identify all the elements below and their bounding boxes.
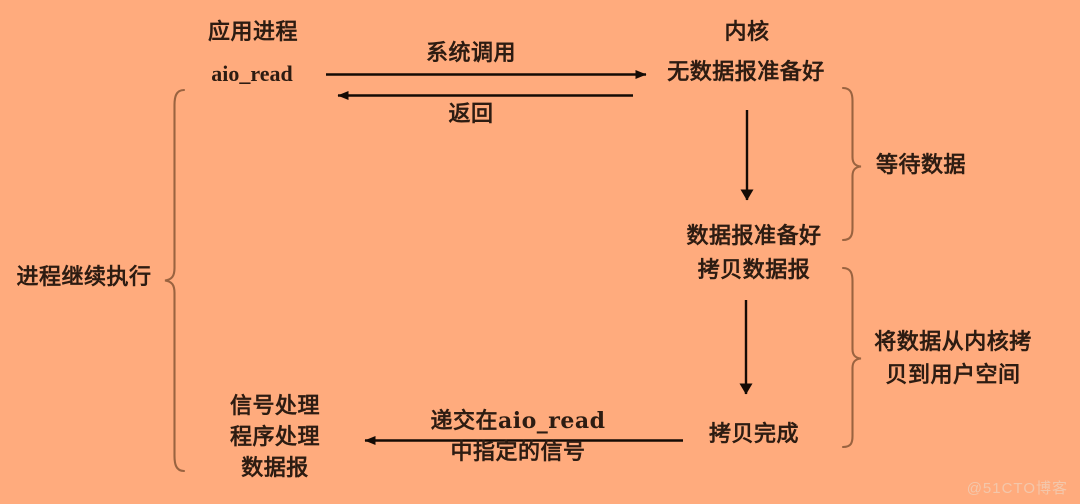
brace-copy-kernel-to-user	[841, 266, 862, 449]
arrow-label-return: 返回	[448, 101, 494, 127]
node-signal-handler-line2: 程序处理	[229, 424, 321, 450]
node-aio-read: aio_read	[211, 61, 293, 86]
brace-label-copy-to-user-line1: 将数据从内核拷	[874, 329, 1032, 355]
column-header-kernel: 内核	[724, 19, 770, 45]
node-copy-datagram: 拷贝数据报	[697, 257, 811, 283]
brace-label-copy-to-user-line2: 贝到用户空间	[885, 362, 1021, 388]
brace-wait-for-data	[841, 86, 862, 242]
node-no-datagram-ready: 无数据报准备好	[667, 59, 825, 85]
arrow-label-syscall: 系统调用	[425, 40, 517, 66]
column-header-app-process: 应用进程	[207, 19, 299, 45]
brace-label-wait-for-data: 等待数据	[875, 152, 967, 178]
brace-process-continues	[164, 88, 186, 473]
arrow-label-deliver-signal-line2: 中指定的信号	[450, 439, 586, 465]
node-signal-handler-line1: 信号处理	[229, 393, 321, 419]
node-copy-complete: 拷贝完成	[708, 421, 800, 447]
brace-label-process-continues: 进程继续执行	[16, 264, 152, 290]
arrow-label-deliver-signal-line1: 递交在aio_read	[430, 408, 606, 434]
node-datagram-ready: 数据报准备好	[686, 223, 822, 249]
watermark: @51CTO博客	[966, 480, 1068, 497]
node-signal-handler-line3: 数据报	[241, 455, 309, 481]
